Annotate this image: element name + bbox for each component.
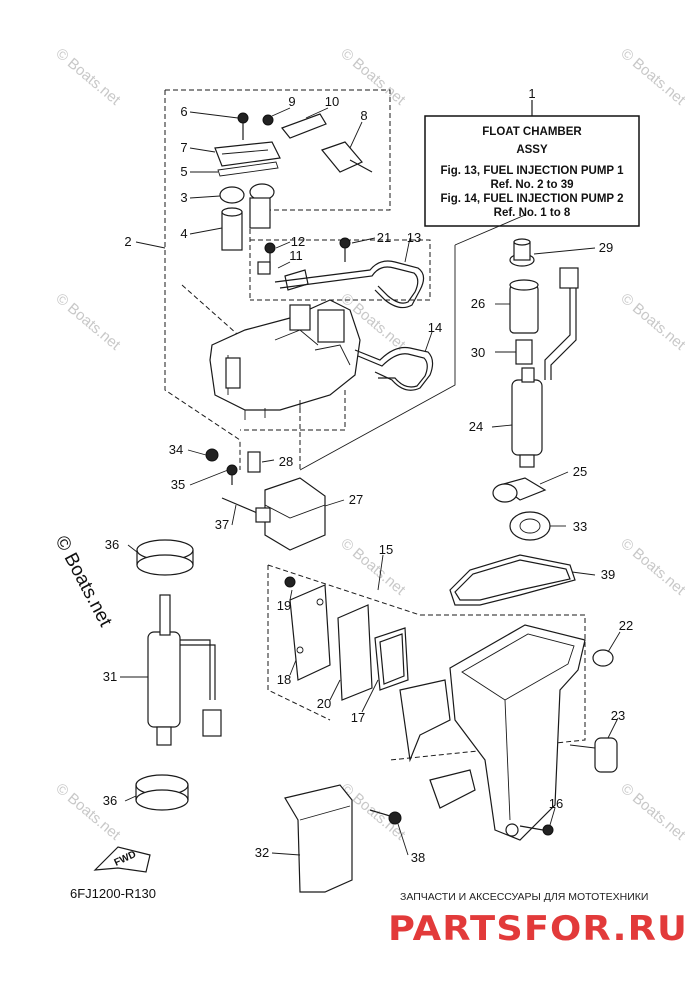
callout-numbers: 1 2 3 4 5 6 7 8 9 10 11 12 13 14 15 16 1… xyxy=(103,86,633,865)
callout-10: 10 xyxy=(325,94,339,109)
callout-17: 17 xyxy=(351,710,365,725)
fwd-arrow-icon: FWD xyxy=(93,846,151,873)
watermark: © Boats.net xyxy=(617,45,689,109)
callout-34: 34 xyxy=(169,442,183,457)
watermark: © Boats.net xyxy=(337,45,409,109)
callout-9: 9 xyxy=(288,94,295,109)
separate-pump xyxy=(135,539,222,811)
callout-5: 5 xyxy=(180,164,187,179)
watermark: © Boats.net xyxy=(617,535,689,599)
callout-31: 31 xyxy=(103,669,117,684)
callout-12: 12 xyxy=(291,234,305,249)
advert-brand-logo: PARTSFOR.RU xyxy=(388,909,688,949)
leader-lines xyxy=(120,107,621,856)
callout-11: 11 xyxy=(289,248,303,263)
watermark: © Boats.net xyxy=(617,290,689,354)
advert-tagline: ЗАПЧАСТИ И АКСЕССУАРЫ ДЛЯ МОТОТЕХНИКИ xyxy=(400,891,648,903)
note-line: ASSY xyxy=(516,144,548,156)
diagram-code: 6FJ1200-R130 xyxy=(70,886,156,901)
callout-19: 19 xyxy=(277,598,291,613)
callout-23: 23 xyxy=(611,708,625,723)
advert-banner: ЗАПЧАСТИ И АКСЕССУАРЫ ДЛЯ МОТОТЕХНИКИ PA… xyxy=(388,891,688,949)
callout-7: 7 xyxy=(180,140,187,155)
callout-14: 14 xyxy=(428,320,442,335)
callout-24: 24 xyxy=(469,419,483,434)
note-line: Ref. No. 2 to 39 xyxy=(490,179,573,191)
watermark: © Boats.net xyxy=(52,45,124,109)
callout-27: 27 xyxy=(349,492,363,507)
callout-33: 33 xyxy=(573,519,587,534)
callout-6: 6 xyxy=(180,104,187,119)
note-line: Fig. 14, FUEL INJECTION PUMP 2 xyxy=(441,193,624,205)
watermark: © Boats.net xyxy=(52,290,124,354)
callout-25: 25 xyxy=(573,464,587,479)
callout-22: 22 xyxy=(619,618,633,633)
callout-28: 28 xyxy=(279,454,293,469)
note-line: Fig. 13, FUEL INJECTION PUMP 1 xyxy=(441,165,625,177)
callout-30: 30 xyxy=(471,345,485,360)
callout-4: 4 xyxy=(180,226,187,241)
callout-2: 2 xyxy=(124,234,131,249)
callout-18: 18 xyxy=(277,672,291,687)
callout-32: 32 xyxy=(255,845,269,860)
callout-39: 39 xyxy=(601,567,615,582)
callout-1: 1 xyxy=(528,86,535,101)
callout-8: 8 xyxy=(360,108,367,123)
callout-16: 16 xyxy=(549,796,563,811)
watermark: © Boats.net xyxy=(337,535,409,599)
note-line: Ref. No. 1 to 8 xyxy=(494,207,571,219)
callout-35: 35 xyxy=(171,477,185,492)
note-box: FLOAT CHAMBER ASSY Fig. 13, FUEL INJECTI… xyxy=(424,100,640,227)
watermark: © Boats.net xyxy=(52,780,124,844)
note-line: FLOAT CHAMBER xyxy=(482,126,582,138)
watermark: © Boats.net xyxy=(617,780,689,844)
pump-stack xyxy=(449,238,579,606)
float-chamber-assembly xyxy=(205,112,434,551)
callout-38: 38 xyxy=(411,850,425,865)
callout-13: 13 xyxy=(407,230,421,245)
callout-37: 37 xyxy=(215,517,229,532)
callout-26: 26 xyxy=(471,296,485,311)
callout-21: 21 xyxy=(377,230,391,245)
callout-15: 15 xyxy=(379,542,393,557)
callout-29: 29 xyxy=(599,240,613,255)
callout-36-bottom: 36 xyxy=(103,793,117,808)
callout-20: 20 xyxy=(317,696,331,711)
callout-3: 3 xyxy=(180,190,187,205)
chamber-housing xyxy=(284,576,618,893)
callout-36-top: 36 xyxy=(105,537,119,552)
